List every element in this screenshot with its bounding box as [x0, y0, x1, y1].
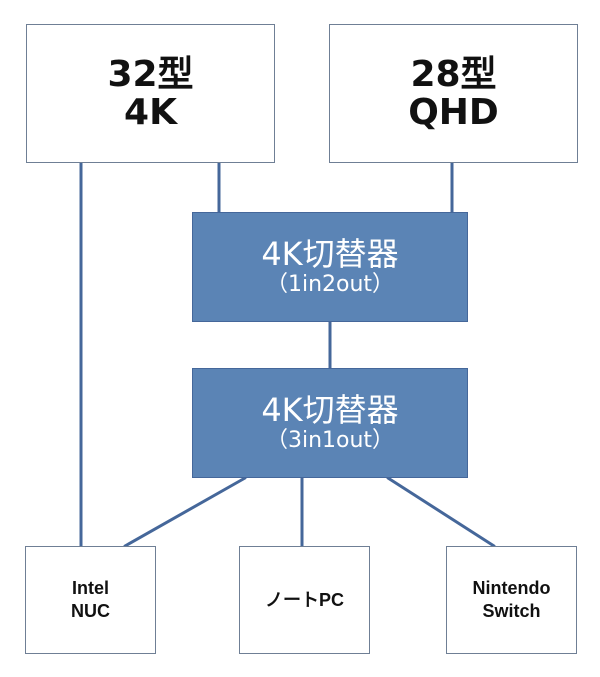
device-laptop-pc: ノートPC: [239, 546, 370, 654]
switch-1in2out-subtitle: （1in2out）: [265, 272, 395, 297]
switch-3in1out: 4K切替器 （3in1out）: [192, 368, 468, 478]
switch-3in1out-title: 4K切替器: [261, 391, 399, 429]
device-intel-nuc: Intel NUC: [25, 546, 156, 654]
monitor-32-size-label: 32型: [107, 53, 194, 95]
monitor-28-qhd: 28型 QHD: [329, 24, 578, 163]
connector-switch-3in1out-to-intel-nuc: [123, 476, 247, 548]
connector-switch-3in1out-to-nintendo-switch: [386, 476, 496, 548]
monitor-32-4k: 32型 4K: [26, 24, 275, 163]
switch-1in2out: 4K切替器 （1in2out）: [192, 212, 468, 322]
monitor-28-size-label: 28型: [410, 53, 497, 95]
device-nintendo-switch-line2: Switch: [482, 601, 541, 621]
switch-1in2out-title: 4K切替器: [261, 235, 399, 273]
device-laptop-pc-label: ノートPC: [264, 589, 344, 610]
device-nintendo-switch-line1: Nintendo: [472, 578, 551, 598]
switch-3in1out-subtitle: （3in1out）: [265, 428, 395, 453]
device-intel-nuc-line2: NUC: [71, 601, 110, 621]
monitor-32-resolution-label: 4K: [124, 91, 177, 133]
device-nintendo-switch: Nintendo Switch: [446, 546, 577, 654]
device-intel-nuc-line1: Intel: [71, 578, 109, 598]
monitor-28-resolution-label: QHD: [408, 91, 499, 133]
